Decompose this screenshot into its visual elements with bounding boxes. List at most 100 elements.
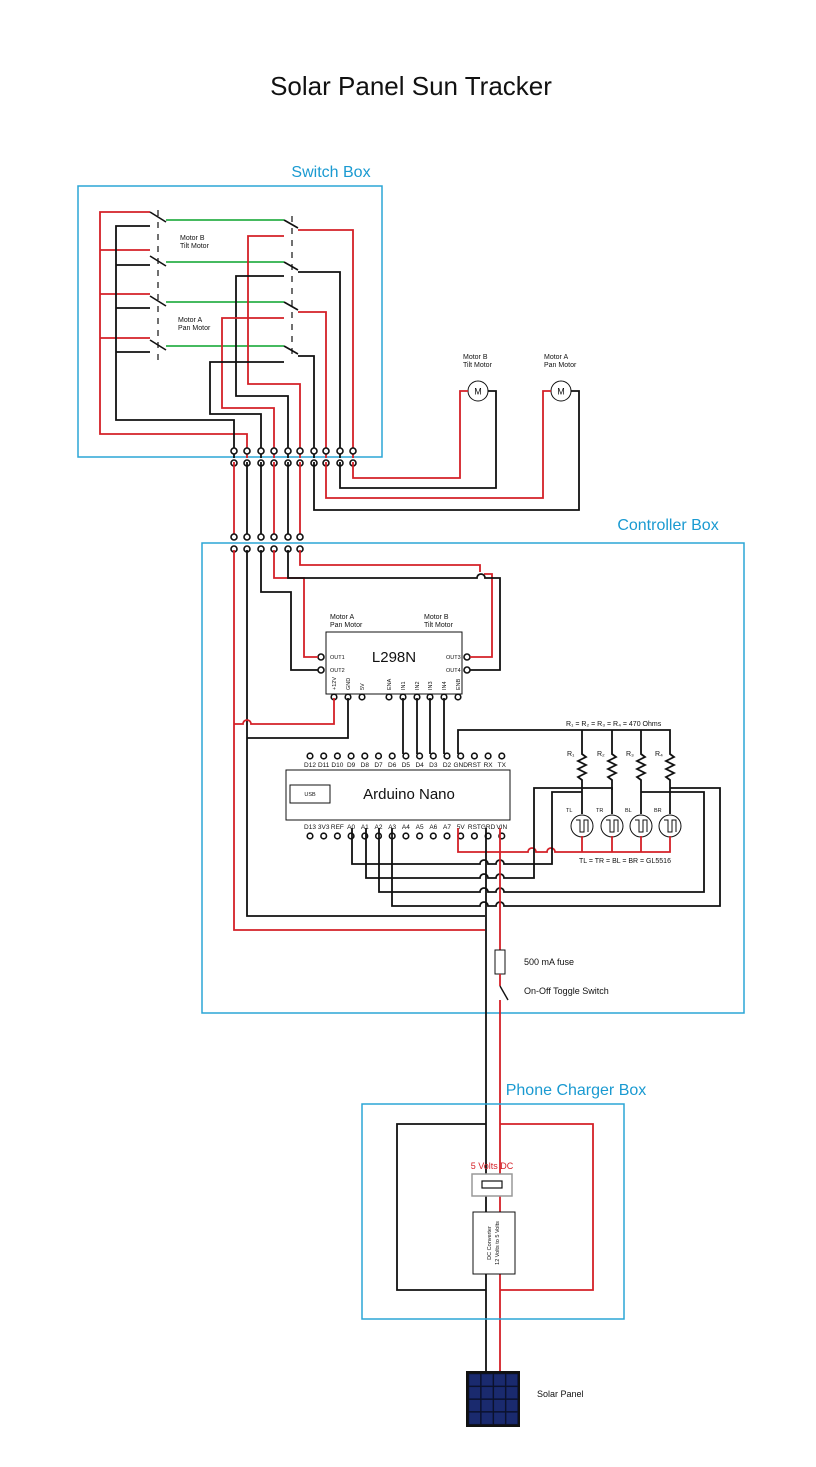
arduino-bottom-pin-terminal [443,832,451,840]
l298n-out3-terminal [463,653,471,661]
resistor-4 [663,748,677,790]
controller-box: Controller Box L298N Motor A Pan Motor M… [201,517,745,1014]
l298n-pin-terminal [385,693,393,701]
motor-b-wire-red [352,390,468,479]
arduino-top-pin-terminal [443,752,451,760]
l298n-out2-wire [260,550,318,671]
switch-box-upper-terminal-10 [349,447,357,455]
wire-a3-br [391,787,721,907]
arduino-top-pin-label: D7 [374,762,383,769]
toggle-switch-label: On-Off Toggle Switch [524,986,609,996]
switch-box-upper-terminal-1 [230,447,238,455]
switch-wire-b1 [298,271,341,458]
controller-upper-terminal-5 [284,533,292,541]
switch-box-upper-terminal-2 [243,447,251,455]
controller-box-outline [201,542,745,1014]
charger-positive-loop [500,1123,594,1291]
controller-upper-terminal-6 [296,533,304,541]
switch-wire-b3 [235,275,289,458]
solar-cell [481,1386,494,1399]
ldr-trace [606,819,619,833]
arduino-bottom-pin-terminal [470,832,479,840]
switch-red-rail-1 [99,211,248,458]
l298n-pin-label: GND [346,678,352,690]
wire-a2-bl [378,791,705,893]
motor-b-m: M [474,387,482,397]
arduino-bottom-pin-terminal [306,832,314,840]
wire-a1-tr [365,787,613,879]
fuse-label: 500 mA fuse [524,957,574,967]
controller-upper-terminal-4 [270,533,278,541]
arduino-bottom-pin-label: A2 [375,824,383,831]
switch-wire-b4 [209,361,284,458]
arduino-bottom-pin-label: D13 [304,824,316,831]
arduino-bottom-pin-label: 5V [457,824,466,831]
arduino-top-pin-label: D11 [318,762,330,769]
arduino-top-pin-terminal [484,752,492,760]
solar-cell [468,1386,481,1399]
solar-panel-label: Solar Panel [537,1389,584,1399]
ldr-trace [635,819,648,833]
arduino-top-pin-terminal [374,752,383,760]
l298n-pin-label: ENA [387,678,393,690]
controller-box-label: Controller Box [617,517,718,534]
resistor-label: R₂ [597,751,605,758]
arduino-bottom-pin-terminal [416,832,424,840]
l298n-out1-wire [273,550,318,658]
l298n-out3-feed [299,550,481,572]
l298n-pin-label: 5V [360,683,366,690]
arduino-top-pin-label: D9 [347,762,356,769]
ldr-4 [658,814,682,838]
motor-a-wire-red [325,390,551,499]
motor-a-label: Motor A [544,354,568,361]
arduino-top-pin-label: RST [468,762,481,769]
solar-cell [505,1386,518,1399]
arduino-bottom-pin-label: A3 [388,824,396,831]
fuse [494,949,506,975]
ldr-label: TL [566,808,572,814]
motor-a-m: M [557,387,565,397]
l298n-motor-b-label: Motor B [424,614,449,621]
resistor-2 [605,748,619,790]
arduino-top-pin-label: D3 [429,762,438,769]
switch-box-upper-terminal-3 [257,447,265,455]
solar-cell [493,1399,506,1412]
solar-cell [493,1412,506,1425]
switch-motor-b-label: Motor B [180,235,205,242]
arduino-bottom-pin-label: A6 [429,824,437,831]
arduino-top-pin-terminal [306,752,314,760]
l298n-motor-a-label: Motor A [330,614,354,621]
l298n-motor-b-sublabel: Tilt Motor [424,622,454,629]
ldr-1 [570,814,594,838]
phone-charger-box: Phone Charger Box 5 Volts DC DC Converte… [361,1082,646,1320]
arduino-bottom-pin-terminal [333,832,342,840]
arduino-top-pin-label: D8 [361,762,370,769]
l298n-out4: OUT4 [446,668,461,674]
arduino-name: Arduino Nano [363,786,455,803]
ldr-3 [629,814,653,838]
l298n-out4-wire [287,550,501,671]
solar-cell [493,1373,506,1387]
arduino-usb-label: USB [304,792,316,798]
dc-converter-sublabel: 12 Volts to 5 Volts [495,1221,501,1265]
arduino-top-pin-label: D5 [402,762,411,769]
l298n-out2: OUT2 [330,668,345,674]
l298n-out4-terminal [463,666,471,674]
resistor-3 [634,748,648,790]
l298n-pin-label: IN1 [401,681,407,690]
solar-cell [468,1399,481,1412]
controller-upper-terminal-2 [243,533,251,541]
switch-box-upper-terminal-4 [270,447,278,455]
arduino-bottom-pin-label: GRD [481,824,496,831]
toggle-switch [499,985,509,1001]
resistor-1 [575,748,589,790]
solar-cell [468,1373,481,1387]
switch-box-upper-terminal-8 [322,447,330,455]
l298n-pin-label: IN2 [415,681,421,690]
arduino-top-pin-terminal [320,752,328,760]
arduino-top-pin-terminal [498,752,506,760]
l298n-module [325,631,463,695]
dc-converter [472,1211,516,1275]
